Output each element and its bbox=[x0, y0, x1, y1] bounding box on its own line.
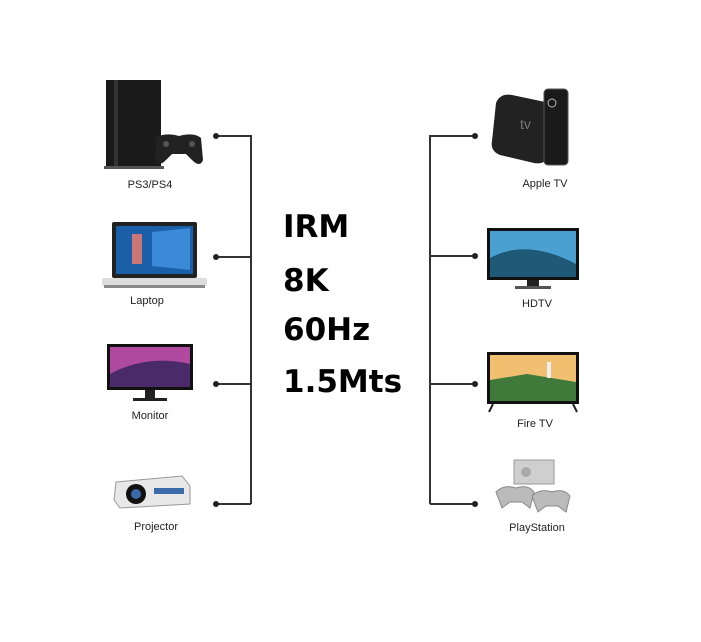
connector-dot bbox=[213, 133, 219, 139]
source-label: Monitor bbox=[131, 410, 169, 422]
connector-dot bbox=[472, 381, 478, 387]
connector bbox=[216, 383, 251, 385]
apple-tv-icon: tv bbox=[491, 88, 569, 166]
display-label: PlayStation bbox=[509, 522, 565, 534]
connector bbox=[216, 256, 251, 258]
right-bus-line bbox=[429, 135, 431, 504]
source-label: PS3/PS4 bbox=[127, 179, 173, 191]
spec-resolution: 8K bbox=[283, 263, 329, 299]
projector-icon bbox=[113, 475, 191, 509]
laptop-icon bbox=[102, 222, 207, 288]
display-label: HDTV bbox=[522, 298, 552, 310]
monitor-icon bbox=[107, 344, 193, 401]
spec-brand: IRM bbox=[283, 209, 350, 245]
game-console-icon bbox=[104, 80, 203, 169]
retro-console-icon bbox=[495, 459, 571, 513]
tv-icon bbox=[487, 352, 579, 413]
display-label: Apple TV bbox=[522, 178, 568, 190]
connector-dot bbox=[213, 501, 219, 507]
connector-dot bbox=[213, 381, 219, 387]
spec-length: 1.5Mts bbox=[283, 364, 403, 400]
display-label: Fire TV bbox=[517, 418, 553, 430]
tv-icon bbox=[487, 228, 579, 289]
connector-dot bbox=[472, 133, 478, 139]
left-bus-line bbox=[250, 135, 252, 504]
connector bbox=[430, 383, 475, 385]
connector bbox=[216, 503, 251, 505]
source-label: Projector bbox=[133, 521, 179, 533]
connector-dot bbox=[472, 253, 478, 259]
spec-refresh-rate: 60Hz bbox=[283, 312, 371, 348]
connector-dot bbox=[213, 254, 219, 260]
svg-text:tv: tv bbox=[520, 116, 531, 132]
source-label: Laptop bbox=[130, 295, 164, 307]
connector bbox=[430, 255, 475, 257]
connector bbox=[430, 135, 475, 137]
connector bbox=[430, 503, 475, 505]
connector bbox=[216, 135, 251, 137]
connector-dot bbox=[472, 501, 478, 507]
